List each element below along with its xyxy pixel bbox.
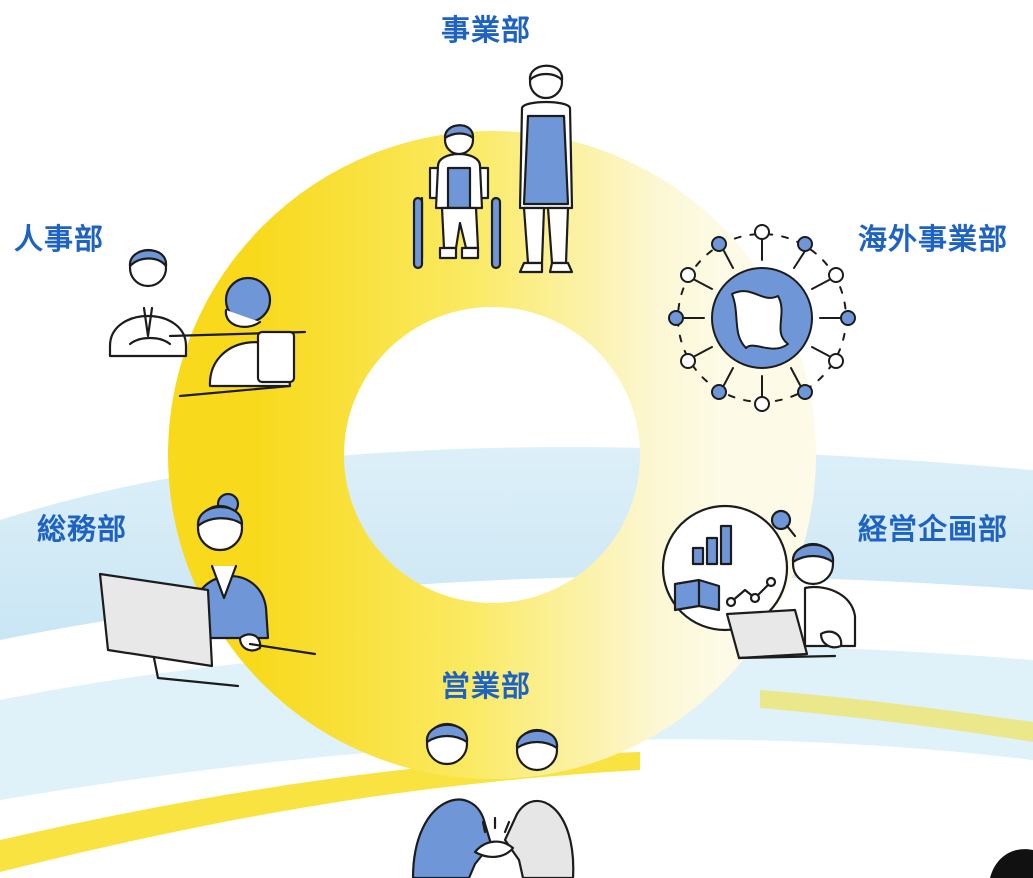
caregiver-wheelchair-icon: [400, 58, 590, 288]
department-label-kaigai-jigyobu: 海外事業部: [858, 222, 1009, 256]
handshake-icon: [405, 714, 580, 878]
corner-shape: [990, 849, 1033, 878]
interview-icon: [100, 236, 307, 406]
analytics-laptop-icon: [655, 504, 860, 676]
yellow-sweep-lower: [0, 752, 640, 872]
department-label-somubu: 総務部: [37, 512, 128, 546]
yellow-sweep-right: [760, 690, 1033, 742]
globe-people-icon: [662, 214, 862, 424]
people-ring: [668, 224, 856, 412]
department-label-jigyobu: 事業部: [441, 13, 532, 47]
department-label-jinjibu: 人事部: [14, 222, 105, 256]
office-worker-computer-icon: [98, 488, 317, 688]
department-label-keiei-kikakubu: 経営企画部: [858, 512, 1009, 546]
department-label-eigyobu: 営業部: [441, 669, 532, 703]
